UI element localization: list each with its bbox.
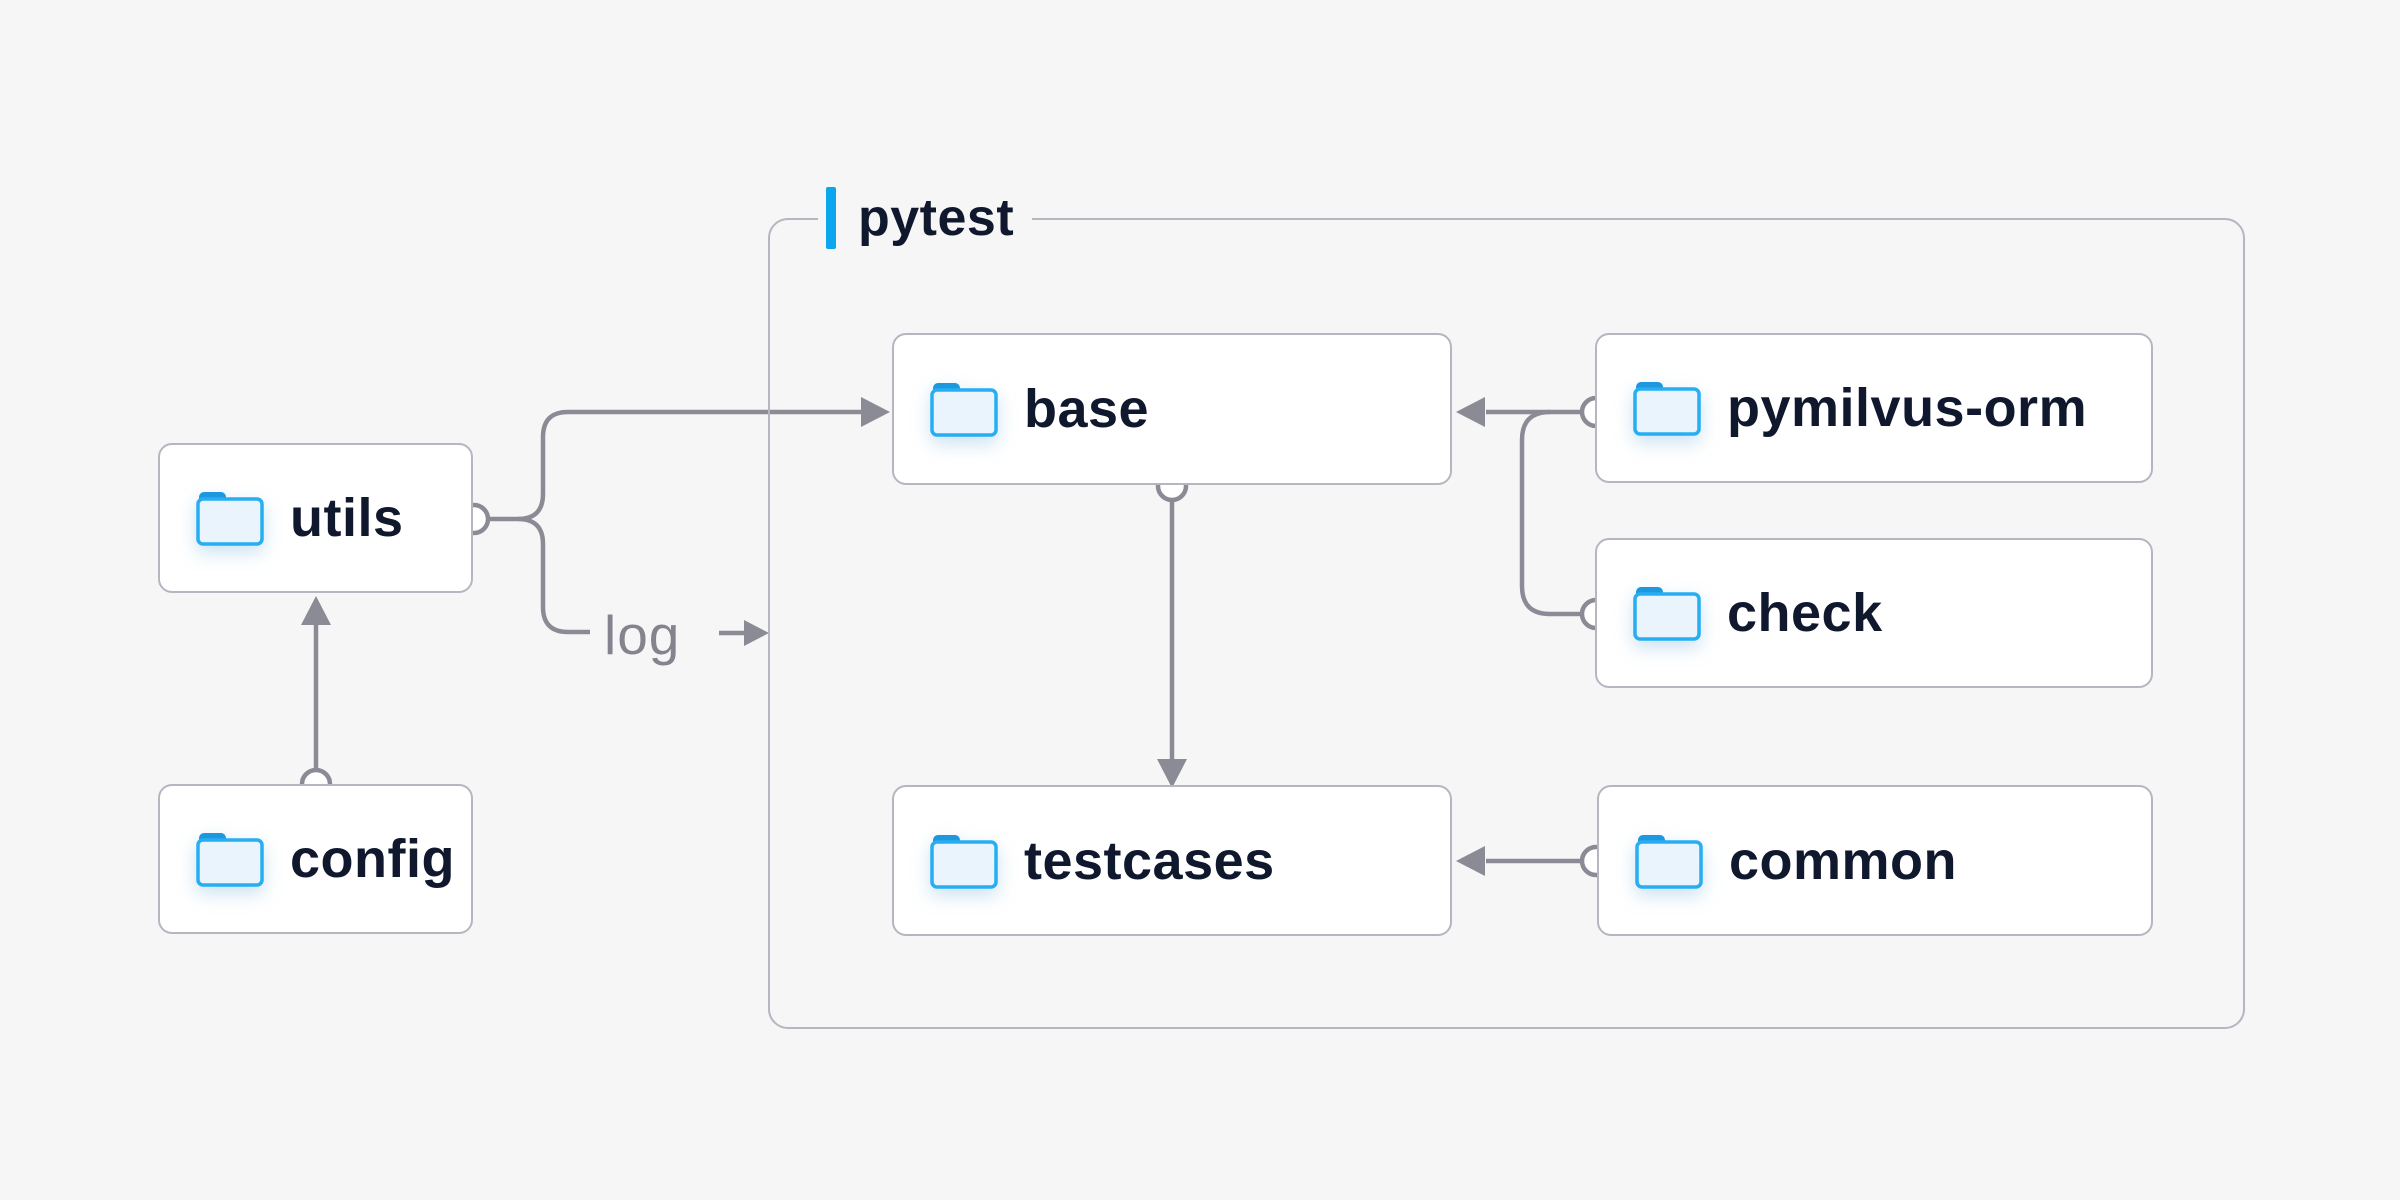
group-title: pytest <box>858 189 1015 247</box>
node-testcases: testcases <box>892 785 1452 936</box>
accent-bar-icon <box>826 187 836 249</box>
node-common: common <box>1597 785 2153 936</box>
node-check: check <box>1595 538 2153 688</box>
node-label: check <box>1727 583 1883 643</box>
arrowhead-into-utils-bottom <box>301 596 331 625</box>
pytest-group-border <box>768 218 2245 1029</box>
pytest-group-label: pytest <box>818 187 1033 249</box>
node-base: base <box>892 333 1452 485</box>
node-config: config <box>158 784 473 934</box>
folder-icon <box>1633 587 1701 641</box>
folder-icon <box>930 834 998 889</box>
arrowhead-log <box>744 620 769 646</box>
log-annotation: log <box>604 604 681 666</box>
folder-icon <box>196 492 264 546</box>
folder-icon <box>1633 382 1701 436</box>
node-label: testcases <box>1024 830 1275 891</box>
folder-icon <box>930 383 998 437</box>
folder-icon <box>196 833 264 887</box>
folder-icon <box>1635 834 1703 889</box>
edge-utils-to-log <box>517 516 590 635</box>
node-label: common <box>1729 830 1958 891</box>
node-label: config <box>290 829 455 889</box>
node-pymilvus-orm: pymilvus-orm <box>1595 333 2153 483</box>
node-label: base <box>1024 379 1150 439</box>
node-label: utils <box>290 488 404 548</box>
node-label: pymilvus-orm <box>1727 378 2088 438</box>
node-utils: utils <box>158 443 473 593</box>
